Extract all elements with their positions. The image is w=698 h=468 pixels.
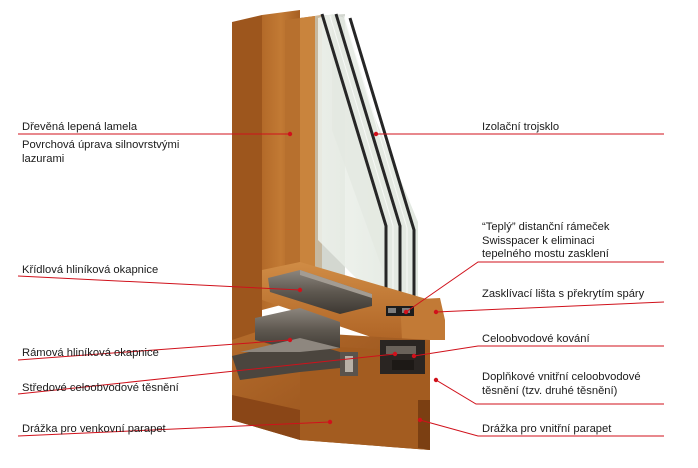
label-inner-seal: Doplňkové vnitřní celoobvodové těsnění (… [482, 371, 641, 398]
leader-dot-triple-glazing [373, 131, 379, 137]
sash-drip-alu [268, 270, 372, 314]
leader-dot-glazing-bead [433, 309, 439, 315]
leader-center-seal [17, 353, 396, 395]
leader-hardware [413, 345, 664, 357]
label-glazing-bead: Zasklívací lišta s překrytím spáry [482, 288, 645, 300]
leader-dot-sash-drip [297, 287, 303, 293]
glass-pane-1 [320, 13, 388, 312]
outer-groove [232, 395, 300, 440]
leader-warm-spacer [405, 261, 664, 313]
label-frame-drip: Rámová hliníková okapnice [22, 347, 159, 359]
label-inner-seal-line-1: Doplňkové vnitřní celoobvodové [482, 371, 641, 383]
leader-dot-inner-sill-groove [417, 417, 423, 423]
leader-lines [17, 131, 665, 437]
glass-pane-3 [348, 17, 416, 312]
warm-spacer-block [386, 306, 414, 316]
inner-groove [418, 400, 430, 450]
leader-outer-sill-groove [17, 421, 331, 437]
leader-dot-hardware [411, 353, 417, 359]
leader-sash-drip [17, 275, 301, 291]
window-illustration [232, 10, 445, 450]
leader-glazing-bead [435, 301, 665, 313]
label-laminated-wood: Dřevěná lepená lamela [22, 121, 138, 133]
frame-post-outer [232, 15, 262, 360]
label-hardware: Celoobvodové kování [482, 333, 590, 345]
label-warm-spacer: “Teplý” distanční rámeček Swisspacer k e… [482, 221, 609, 262]
leader-dot-frame-drip [287, 337, 293, 343]
label-warm-spacer-line-2: Swisspacer k eliminaci [482, 234, 595, 247]
label-triple-glazing: Izolační trojsklo [482, 121, 560, 133]
triple-glass [318, 13, 418, 312]
leader-dot-warm-spacer [403, 309, 409, 315]
leader-inner-seal [435, 379, 664, 405]
label-warm-spacer-line-1: “Teplý” distanční rámeček [482, 221, 610, 233]
leader-dot-center-seal [392, 351, 398, 357]
label-surface-finish: Povrchová úprava silnovrstvými lazurami [22, 139, 179, 166]
label-inner-seal-line-2: těsnění (tzv. druhé těsnění) [482, 384, 618, 397]
glass-pane-2 [334, 13, 402, 312]
label-outer-sill-groove: Drážka pro venkovní parapet [22, 423, 166, 435]
label-inner-sill-groove: Drážka pro vnitřní parapet [482, 423, 612, 435]
label-surface-finish-line-1: Povrchová úprava silnovrstvými [22, 139, 180, 151]
glazing-bead-wood [400, 298, 445, 340]
label-warm-spacer-line-3: tepelného mostu zasklení [482, 248, 609, 260]
leader-dot-outer-sill-groove [327, 419, 333, 425]
label-sash-drip: Křídlová hliníková okapnice [22, 264, 159, 276]
label-center-seal: Středové celoobvodové těsnění [22, 382, 179, 394]
leader-frame-drip [17, 339, 291, 361]
leader-inner-sill-groove [419, 419, 664, 437]
label-surface-finish-line-2: lazurami [22, 152, 65, 165]
leader-dot-inner-seal [433, 377, 439, 383]
leader-dot-laminated-wood [287, 131, 293, 137]
